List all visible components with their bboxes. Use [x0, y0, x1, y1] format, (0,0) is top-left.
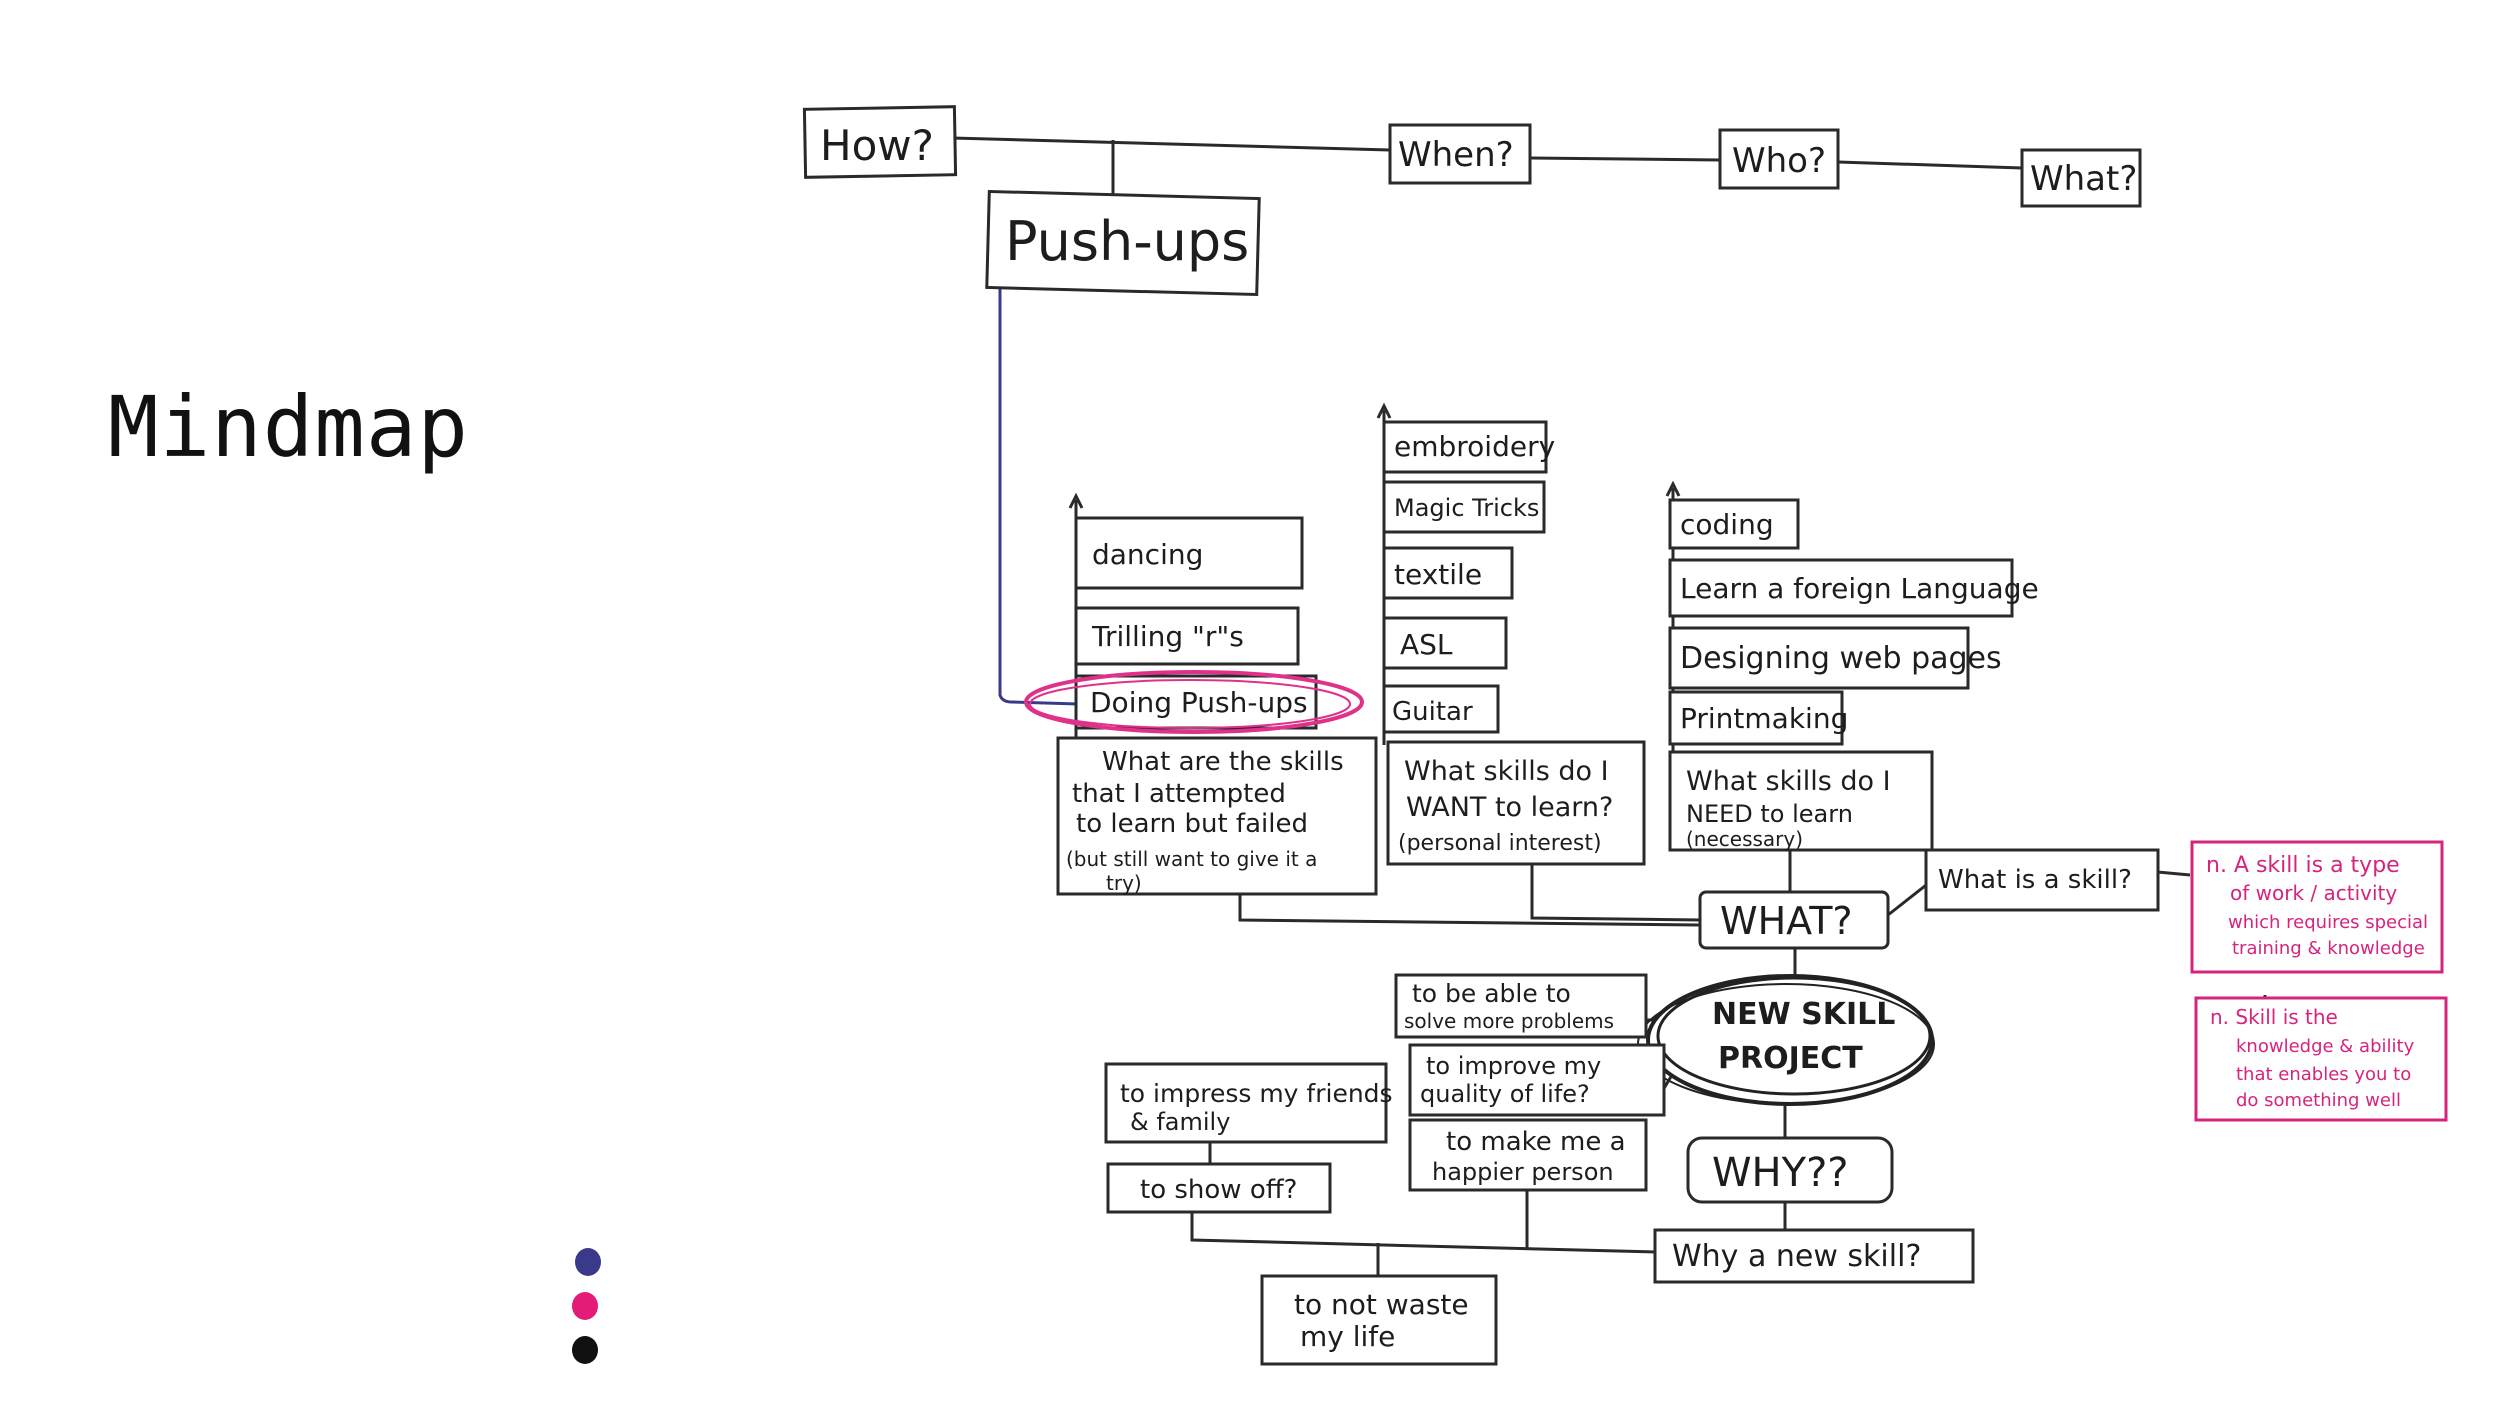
- def2-line-1: n. Skill is the: [2210, 1005, 2338, 1029]
- reason-impress: to impress my friends & family: [1104, 1062, 1393, 1144]
- item-trilling: Trilling "r"s: [1091, 620, 1244, 653]
- what-is-skill-node: What is a skill?: [1924, 848, 2160, 912]
- reason-show-off-label: to show off?: [1140, 1175, 1297, 1205]
- def1-line-1: n. A skill is a type: [2206, 853, 2400, 878]
- reason-improve-line-1: to improve my: [1426, 1052, 1601, 1080]
- reason-why-new-label: Why a new skill?: [1672, 1239, 1921, 1274]
- def2-line-4: do something well: [2236, 1090, 2401, 1111]
- reason-solve-line-2: solve more problems: [1404, 1009, 1614, 1033]
- reason-solve: to be able to solve more problems: [1394, 973, 1648, 1039]
- q-attempted-line-3: to learn but failed: [1076, 809, 1308, 839]
- reason-happier-line-1: to make me a: [1446, 1127, 1626, 1157]
- slide-title: Mindmap: [108, 378, 470, 476]
- q-attempted-line-5: try): [1106, 871, 1142, 895]
- item-guitar: Guitar: [1392, 697, 1473, 727]
- what-node-label: WHAT?: [1720, 899, 1853, 943]
- reason-solve-line-1: to be able to: [1412, 979, 1571, 1008]
- reason-show-off: to show off?: [1106, 1162, 1332, 1214]
- reason-waste-line-1: to not waste: [1294, 1288, 1469, 1321]
- definition-2: n. Skill is the knowledge & ability that…: [2194, 996, 2448, 1122]
- def2-line-2: knowledge & ability: [2236, 1036, 2415, 1057]
- reason-waste-line-2: my life: [1300, 1320, 1395, 1353]
- reason-impress-line-1: to impress my friends: [1120, 1079, 1393, 1108]
- pink-highlight-circle: [1024, 670, 1364, 734]
- q-want-line-2: WANT to learn?: [1406, 792, 1613, 823]
- reason-impress-line-2: & family: [1130, 1108, 1230, 1136]
- header-when: When?: [1388, 123, 1532, 185]
- item-embroidery: embroidery: [1394, 430, 1555, 463]
- center-node-new-skill-project: NEW SKILL PROJECT: [1637, 974, 1935, 1106]
- legend-dot-black: [572, 1336, 598, 1364]
- item-magic-tricks: Magic Tricks: [1394, 494, 1539, 522]
- question-attempted-box: [1056, 736, 1378, 896]
- def2-line-3: that enables you to: [2236, 1064, 2411, 1085]
- legend-dot-pink: [572, 1292, 598, 1320]
- question-want-box: [1386, 740, 1646, 866]
- header-who: Who?: [1718, 128, 1840, 190]
- center-line-2: PROJECT: [1718, 1041, 1863, 1076]
- reason-improve: to improve my quality of life?: [1408, 1043, 1666, 1117]
- q-attempted-line-4: (but still want to give it a: [1066, 847, 1317, 871]
- header-when-label: When?: [1398, 135, 1514, 175]
- push-ups-label: Push-ups: [1005, 210, 1249, 273]
- push-ups-node: Push-ups: [985, 189, 1261, 297]
- what-is-skill-label: What is a skill?: [1938, 865, 2132, 895]
- def1-line-4: training & knowledge: [2232, 938, 2425, 959]
- definition-1: n. A skill is a type of work / activity …: [2190, 840, 2444, 974]
- legend-dot-navy: [575, 1248, 601, 1276]
- item-printmaking: Printmaking: [1680, 702, 1848, 735]
- item-textile: textile: [1394, 558, 1482, 591]
- reason-happier-line-2: happier person: [1432, 1158, 1614, 1186]
- question-need-box: [1668, 750, 1934, 852]
- why-node: WHY??: [1686, 1136, 1894, 1204]
- item-doing-push-ups: Doing Push-ups: [1090, 686, 1308, 719]
- header-how: How?: [802, 105, 958, 179]
- reason-improve-line-2: quality of life?: [1420, 1080, 1590, 1108]
- header-what-label: What?: [2030, 159, 2137, 199]
- def1-line-3: which requires special: [2228, 912, 2428, 933]
- item-asl: ASL: [1400, 628, 1453, 661]
- reason-why-new-skill: Why a new skill?: [1653, 1228, 1975, 1284]
- column-need: coding Learn a foreign Language Designin…: [1668, 498, 2039, 852]
- q-attempted-line-1: What are the skills: [1102, 747, 1344, 777]
- header-who-label: Who?: [1732, 141, 1826, 181]
- def1-line-2: of work / activity: [2230, 881, 2397, 905]
- column-attempted: dancing Trilling "r"s Doing Push-ups Wha…: [1024, 516, 1378, 896]
- q-need-line-1: What skills do I: [1686, 766, 1891, 797]
- header-how-label: How?: [820, 121, 934, 170]
- q-attempted-line-2: that I attempted: [1072, 779, 1286, 809]
- center-line-1: NEW SKILL: [1712, 997, 1895, 1032]
- item-web-pages: Designing web pages: [1680, 641, 2002, 676]
- header-what: What?: [2020, 148, 2142, 208]
- item-coding: coding: [1680, 508, 1774, 541]
- column-want: embroidery Magic Tricks textile ASL Guit…: [1382, 420, 1646, 866]
- q-want-line-3: (personal interest): [1398, 831, 1602, 856]
- q-need-line-2: NEED to learn: [1686, 800, 1853, 828]
- why-node-label: WHY??: [1712, 1150, 1849, 1196]
- item-foreign-language: Learn a foreign Language: [1680, 572, 2039, 605]
- q-want-line-1: What skills do I: [1404, 756, 1609, 787]
- q-need-line-3: (necessary): [1686, 827, 1803, 851]
- reason-waste: to not waste my life: [1260, 1274, 1498, 1366]
- item-dancing: dancing: [1092, 538, 1203, 571]
- what-node: WHAT?: [1698, 890, 1890, 950]
- reason-happier: to make me a happier person: [1408, 1118, 1648, 1192]
